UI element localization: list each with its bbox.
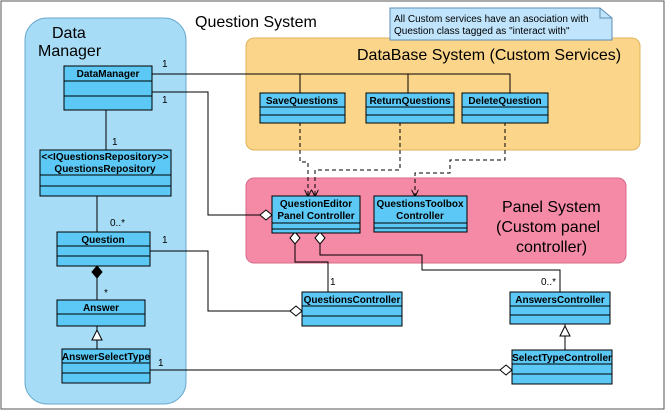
note: All Custom services have an asociation w… bbox=[389, 7, 613, 41]
class-repo-name: QuestionsRepository bbox=[54, 164, 156, 175]
dep-save-editor bbox=[299, 122, 308, 196]
region-data-manager-title-2: Manager bbox=[38, 43, 102, 60]
diagram-title: Question System bbox=[195, 14, 317, 31]
connectors bbox=[96, 73, 561, 371]
assoc-ac-editor bbox=[319, 244, 561, 292]
mult-dm-repo: 1 bbox=[112, 137, 118, 148]
class-select-type-controller[interactable]: SelectTypeController bbox=[511, 349, 613, 385]
class-question-editor-line-1: QuestionEditor bbox=[280, 199, 352, 210]
class-return-questions[interactable]: ReturnQuestions bbox=[365, 92, 455, 124]
class-data-manager-name: DataManager bbox=[77, 69, 140, 80]
region-panel-title-3: controller) bbox=[516, 239, 587, 256]
class-questions-toolbox[interactable]: QuestionsToolbox Controller bbox=[373, 195, 468, 233]
note-line-2: Question class tagged as "interact with" bbox=[394, 26, 570, 37]
class-questions-toolbox-line-2: Controller bbox=[396, 211, 444, 222]
mult-qc-editor: 1 bbox=[330, 277, 336, 288]
class-answer-name: Answer bbox=[83, 303, 119, 314]
class-select-type-controller-name: SelectTypeController bbox=[512, 353, 612, 364]
diamond-editor-ac bbox=[314, 231, 326, 245]
mult-ast-stc: 1 bbox=[158, 358, 164, 369]
class-delete-question[interactable]: DeleteQuestion bbox=[461, 92, 549, 124]
dependencies bbox=[299, 122, 506, 196]
mult-question-answer: * bbox=[104, 288, 108, 299]
assoc-question-qc bbox=[150, 250, 290, 312]
class-return-questions-name: ReturnQuestions bbox=[369, 96, 451, 107]
diamond-qc-question bbox=[289, 305, 303, 317]
mult-question-qc: 1 bbox=[162, 235, 168, 246]
class-answers-controller[interactable]: AnswersController bbox=[509, 291, 611, 325]
dep-delete-toolbox bbox=[415, 122, 506, 196]
region-database-title: DataBase System (Custom Services) bbox=[357, 47, 621, 64]
class-question-editor[interactable]: QuestionEditor Panel Controller bbox=[271, 195, 361, 234]
class-question-name: Question bbox=[81, 235, 124, 246]
class-data-manager[interactable]: DataManager bbox=[63, 65, 153, 111]
mult-dm-editor: 1 bbox=[162, 95, 168, 106]
class-questions-toolbox-line-1: QuestionsToolbox bbox=[376, 199, 463, 210]
mult-repo-question: 0..* bbox=[110, 218, 125, 229]
class-answers-controller-name: AnswersController bbox=[515, 295, 605, 306]
class-answer-select-type-name: AnswerSelectType bbox=[62, 352, 151, 363]
generalization-answers-controller bbox=[559, 324, 571, 350]
class-save-questions[interactable]: SaveQuestions bbox=[259, 92, 346, 124]
class-save-questions-name: SaveQuestions bbox=[266, 96, 339, 107]
generalization-answer bbox=[91, 325, 103, 349]
class-questions-controller-name: QuestionsController bbox=[304, 295, 401, 306]
region-data-manager-title-1: Data bbox=[52, 25, 86, 42]
mult-ac-editor: 0..* bbox=[541, 277, 556, 288]
class-question-editor-line-2: Panel Controller bbox=[277, 211, 354, 222]
class-question[interactable]: Question bbox=[56, 231, 151, 267]
class-repo-stereotype: <<IQuestionsRepository>> bbox=[41, 152, 168, 163]
mult-dm-services: 1 bbox=[162, 59, 168, 70]
dep-return-editor bbox=[315, 122, 401, 196]
class-answer-select-type[interactable]: AnswerSelectType bbox=[61, 348, 151, 384]
note-line-1: All Custom services have an asociation w… bbox=[394, 14, 589, 25]
class-questions-repository[interactable]: <<IQuestionsRepository>> QuestionsReposi… bbox=[39, 149, 172, 197]
class-answer[interactable]: Answer bbox=[56, 299, 146, 327]
assoc-dm-editor bbox=[152, 91, 262, 216]
region-panel-title-2: (Custom panel bbox=[496, 219, 600, 236]
class-delete-question-name: DeleteQuestion bbox=[468, 96, 541, 107]
region-panel-title-1: Panel System bbox=[502, 199, 601, 216]
diamond-stc-ast bbox=[499, 364, 513, 376]
assoc-dm-delete bbox=[152, 73, 511, 93]
diamond-editor-qc bbox=[289, 231, 301, 245]
diamond-question-answer bbox=[91, 265, 103, 279]
assoc-qc-editor bbox=[294, 244, 329, 292]
class-questions-controller[interactable]: QuestionsController bbox=[301, 291, 403, 327]
